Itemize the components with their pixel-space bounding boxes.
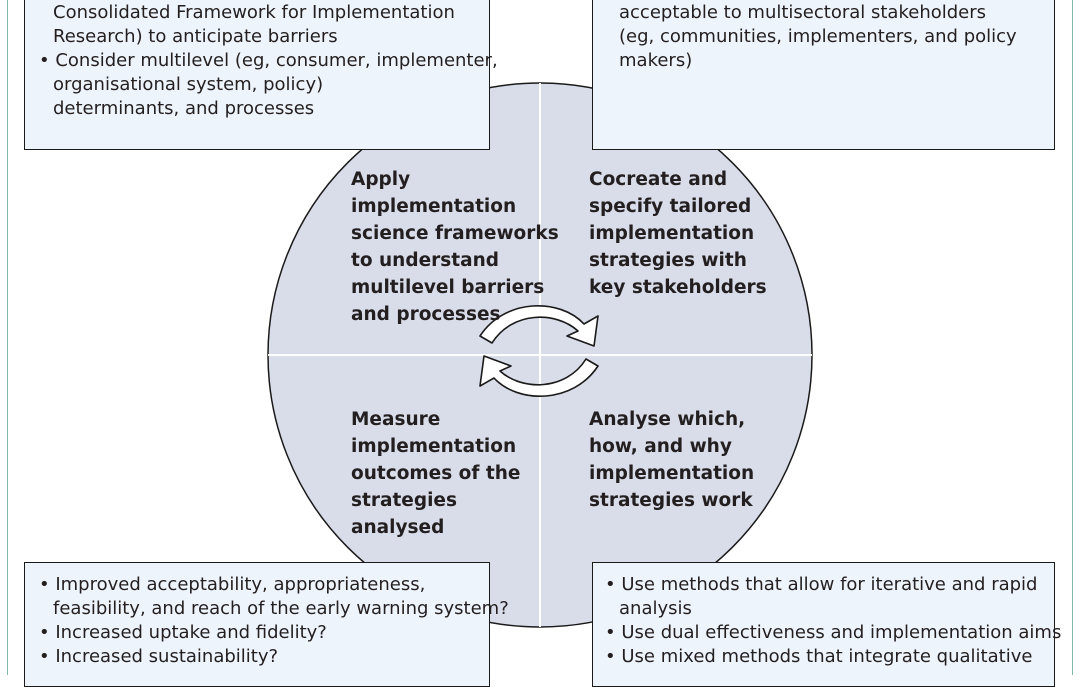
label-line: key stakeholders [589, 277, 767, 298]
box-text-line: feasibility, and reach of the early warn… [53, 598, 509, 619]
label-line: and processes [351, 304, 501, 325]
quadrant-top-left-label: Apply implementation science frameworks … [351, 166, 559, 328]
box-bullet-line: • Increased uptake and fidelity? [39, 622, 327, 643]
label-line: strategies with [589, 250, 747, 271]
quadrant-bottom-left-label: Measure implementation outcomes of the s… [351, 406, 520, 541]
box-text-line: organisational system, policy) [53, 74, 324, 95]
quadrant-top-right-label: Cocreate and specify tailored implementa… [589, 166, 767, 301]
box-bottom-right: • Use methods that allow for iterative a… [592, 562, 1062, 687]
cycle-arrows-icon [479, 305, 599, 397]
box-bullet-line: • Consider multilevel (eg, consumer, imp… [39, 50, 498, 71]
box-top-left: Consolidated Framework for Implementatio… [24, 0, 498, 150]
label-line: multilevel barriers [351, 277, 545, 298]
box-text-line: makers) [619, 50, 693, 71]
box-text-line: Consolidated Framework for Implementatio… [53, 2, 455, 23]
box-bottom-left: • Improved acceptability, appropriatenes… [24, 562, 509, 687]
frame-line-right [1072, 0, 1073, 675]
label-line: implementation [589, 463, 755, 484]
quadrant-bottom-right-label: Analyse which, how, and why implementati… [589, 406, 754, 514]
box-bullet-line: • Use dual effectiveness and implementat… [605, 622, 1062, 643]
label-line: analysed [351, 517, 445, 538]
frame-line-left [7, 0, 8, 675]
label-line: science frameworks [351, 223, 559, 244]
box-text-line: acceptable to multisectoral stakeholders [619, 2, 987, 23]
label-line: Analyse which, [589, 409, 746, 430]
label-line: Cocreate and [589, 169, 728, 190]
label-line: implementation [351, 436, 517, 457]
label-line: outcomes of the [351, 463, 521, 484]
box-text-line: (eg, communities, implementers, and poli… [619, 26, 1017, 47]
label-line: implementation [351, 196, 517, 217]
label-line: implementation [589, 223, 755, 244]
box-bullet-line: • Use methods that allow for iterative a… [605, 574, 1038, 595]
bottom-arrow-icon [479, 355, 599, 397]
label-line: to understand [351, 250, 499, 271]
box-bullet-line: • Increased sustainability? [39, 646, 279, 667]
label-line: specify tailored [589, 196, 752, 217]
box-top-right: acceptable to multisectoral stakeholders… [592, 0, 1055, 150]
top-arrow-icon [479, 305, 599, 347]
label-line: strategies [351, 490, 457, 511]
box-text-line: analysis [619, 598, 692, 619]
label-line: Apply [351, 169, 411, 190]
box-bullet-line: • Use mixed methods that integrate quali… [605, 646, 1033, 667]
label-line: how, and why [589, 436, 732, 457]
box-text-line: Research) to anticipate barriers [53, 26, 338, 47]
label-line: Measure [351, 409, 441, 430]
label-line: strategies work [589, 490, 753, 511]
box-text-line: determinants, and processes [53, 98, 315, 119]
box-bullet-line: • Improved acceptability, appropriatenes… [39, 574, 426, 595]
